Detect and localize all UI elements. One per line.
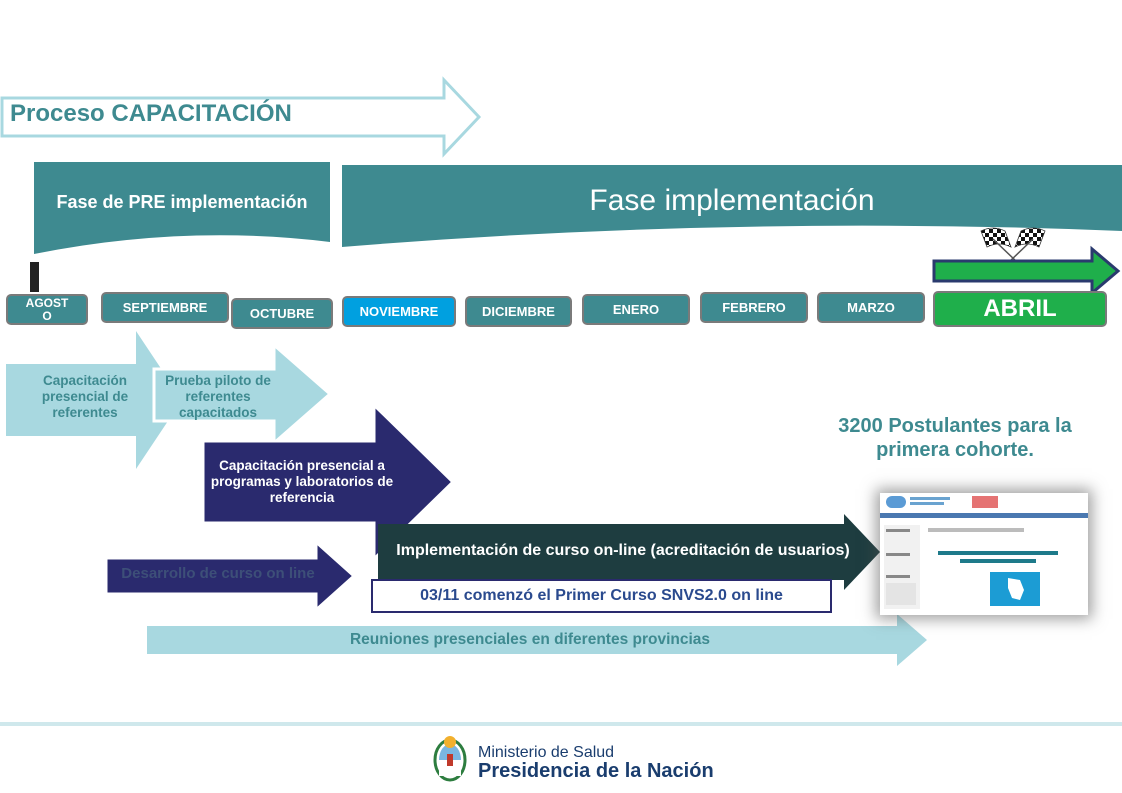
phase-impl-label: Fase implementación: [589, 184, 875, 217]
activity-cap-programas-arrow: [201, 401, 456, 563]
finish-arrow: [932, 245, 1121, 297]
activity-implementacion: Implementación de curso on-line (acredit…: [396, 542, 850, 560]
process-title-arrow: [0, 76, 482, 158]
activity-reuniones-arrow: [147, 614, 927, 666]
month-noviembre: NOVIEMBRE: [342, 296, 456, 327]
month-abril: ABRIL: [933, 291, 1107, 327]
phase-start-marker: [30, 262, 39, 292]
activity-prueba-piloto-arrow: [152, 341, 333, 447]
process-title: Proceso CAPACITACIÓN: [10, 100, 292, 127]
month-marzo: MARZO: [817, 292, 925, 323]
snvs-logo-icon: [972, 496, 998, 508]
activity-cap-programas: Capacitación presencial a programas y la…: [210, 457, 394, 506]
month-septiembre: SEPTIEMBRE: [101, 292, 229, 323]
course-banner-icon: [990, 572, 1040, 606]
month-enero: ENERO: [582, 294, 690, 325]
activity-prueba-piloto: Prueba piloto de referentes capacitados: [165, 372, 271, 421]
month-febrero: FEBRERO: [700, 292, 808, 323]
month-octubre: OCTUBRE: [231, 298, 333, 329]
footer-divider: [0, 722, 1122, 726]
activity-implementacion-arrow: [378, 514, 880, 590]
phase-pre-label: Fase de PRE implementación: [56, 192, 308, 213]
activity-desarrollo-arrow: [104, 538, 357, 614]
course-website-thumbnail: [880, 493, 1088, 615]
month-diciembre: DICIEMBRE: [465, 296, 572, 327]
phase-impl-banner: [342, 165, 1122, 247]
activity-cap-referentes-arrow: [6, 331, 182, 469]
course-start-note: 03/11 comenzó el Primer Curso SNVS2.0 on…: [371, 579, 832, 613]
checkered-flags-icon: [980, 227, 1046, 263]
month-agosto: AGOSTO: [6, 294, 88, 325]
oms-logo-icon: [886, 496, 906, 508]
footer-ministerio: Ministerio de Salud: [478, 744, 615, 761]
footer-presidencia: Presidencia de la Nación: [478, 760, 714, 782]
activity-reuniones: Reuniones presenciales en diferentes pro…: [349, 630, 711, 648]
activity-desarrollo: Desarrollo de curso on line: [121, 565, 315, 582]
phase-pre-banner: [34, 162, 330, 254]
activity-cap-referentes: Capacitación presencial de referentes: [41, 372, 129, 421]
argentina-coat-of-arms-icon: [433, 736, 467, 782]
postulantes-text: 3200 Postulantes para la primera cohorte…: [838, 415, 1072, 461]
